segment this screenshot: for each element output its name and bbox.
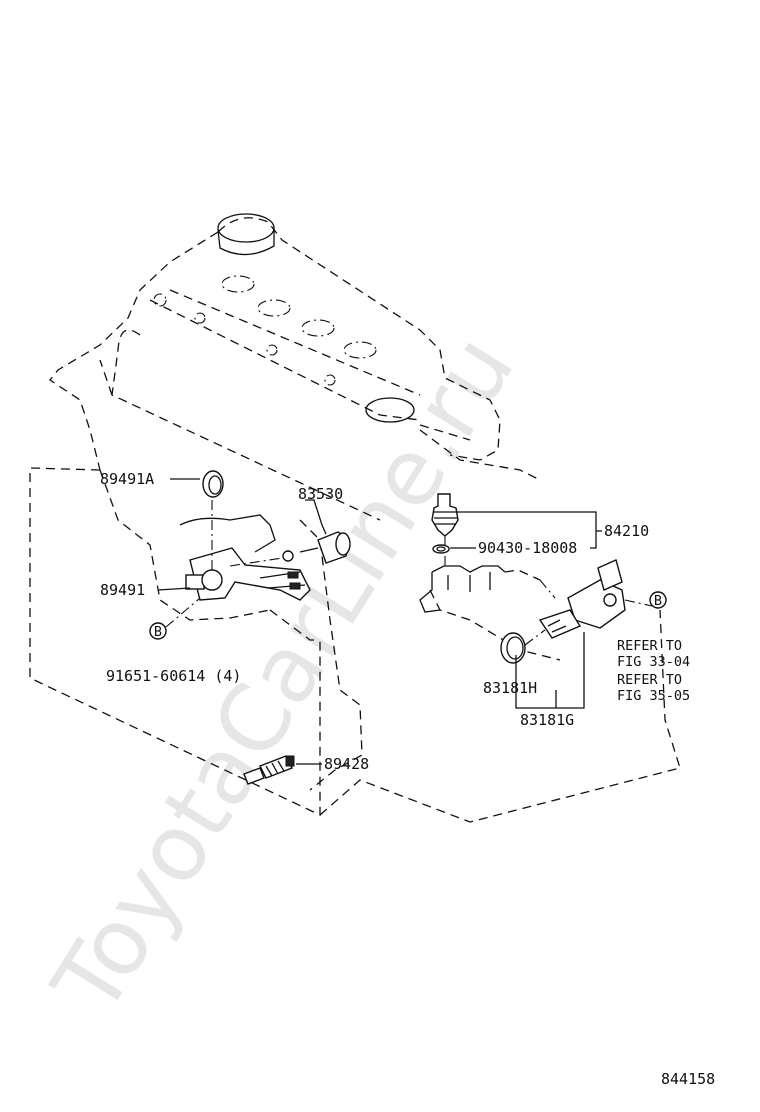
marker-b-left-text: B: [154, 624, 162, 640]
switch-83530: [229, 531, 351, 567]
refer-text-1-line2: FIG 33-04: [617, 654, 690, 670]
refer-text-2-line1: REFER TO: [617, 672, 682, 688]
marker-b-right: B: [649, 591, 667, 609]
engine-outline: [49, 217, 561, 791]
label-91651-60614: 91651-60614 (4): [106, 667, 241, 685]
label-83181g: 83181G: [520, 711, 574, 729]
engine-detail: [153, 213, 471, 441]
refer-text-2-line2: FIG 35-05: [617, 688, 690, 704]
assembly-frame: [29, 467, 681, 823]
marker-b-right-text: B: [654, 593, 662, 609]
sender-84210: [431, 493, 459, 570]
refer-text-1-line1: REFER TO: [617, 638, 682, 654]
oring-83181h: [500, 629, 546, 664]
sensor-89428: [243, 755, 295, 785]
label-89428: 89428: [324, 755, 369, 773]
label-83530: 83530: [298, 485, 343, 503]
speed-sensor-83181g: [538, 559, 653, 639]
sensor-89491: [179, 500, 311, 601]
label-84210: 84210: [604, 522, 649, 540]
leader-lines: [157, 478, 602, 765]
label-89491: 89491: [100, 581, 145, 599]
block-fragment: [419, 565, 541, 613]
label-89491a: 89491A: [100, 470, 154, 488]
gasket-89491a: [202, 470, 224, 498]
label-83181h: 83181H: [483, 679, 537, 697]
gasket-90430: [432, 544, 450, 554]
label-90430-18008: 90430-18008: [478, 539, 577, 557]
marker-b-left: B: [149, 622, 167, 640]
figure-number: 844158: [661, 1070, 715, 1088]
